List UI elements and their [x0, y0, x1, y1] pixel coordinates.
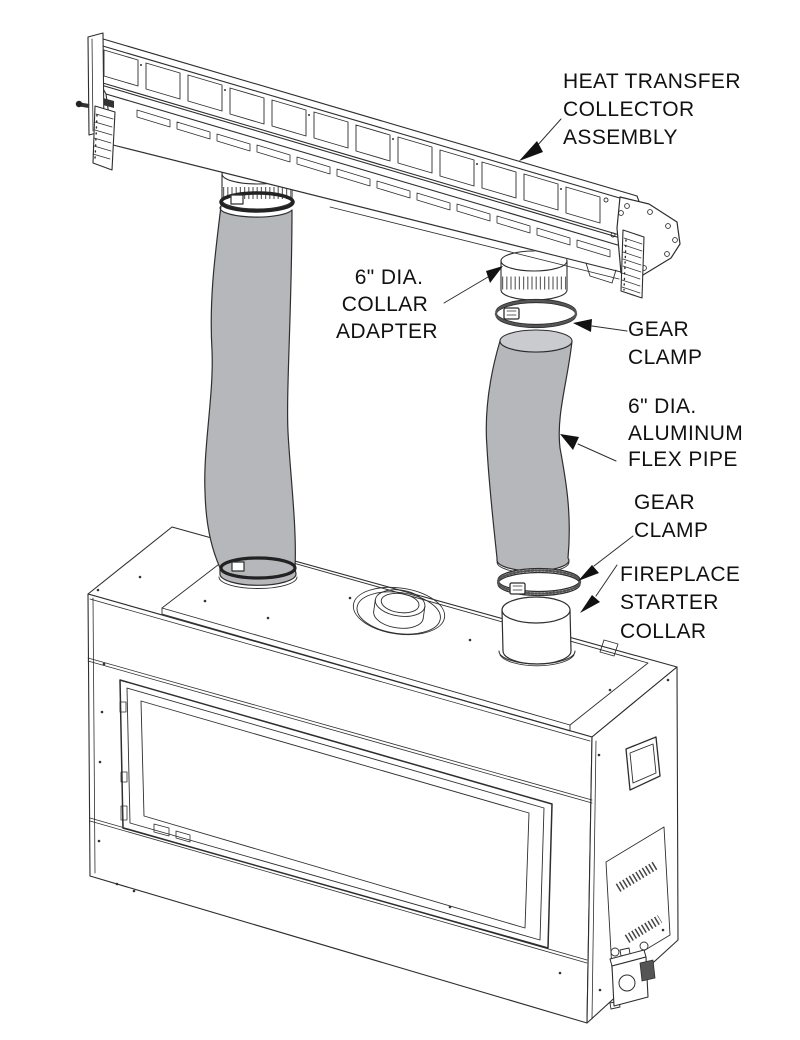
collector-left-end: [75, 32, 116, 171]
bottom-tab: [585, 262, 617, 284]
top-platform: [161, 547, 649, 732]
label-line: GEAR: [634, 491, 695, 514]
arrow-collar-adapter: [486, 266, 503, 283]
leader-gear-clamp-upper: [591, 325, 628, 332]
top-bracket-tab: [599, 639, 619, 657]
arrow-starter-collar: [580, 595, 600, 613]
window-latch: [153, 823, 170, 837]
arrow-heat-transfer: [519, 141, 543, 161]
label-line: COLLECTOR: [563, 98, 695, 121]
label-line: COLLAR: [620, 620, 706, 643]
arrow-flex-pipe: [560, 434, 579, 450]
arrow-gear-clamp-upper: [573, 319, 592, 332]
glass-window: [119, 679, 553, 949]
label-line: FLEX PIPE: [628, 448, 738, 471]
collector-marking: [103, 98, 114, 108]
leader-collar-adapter: [443, 276, 489, 304]
leader-flex-pipe: [577, 443, 617, 462]
arrow-gear-clamp-lower: [578, 565, 599, 581]
left-flex-pipe: [204, 205, 298, 589]
screw-dots: [96, 575, 670, 992]
gear-clamp-upper: [494, 298, 578, 329]
side-handle-cutout: [625, 736, 661, 791]
label-line: 6" DIA.: [628, 395, 697, 418]
collar-adapter: [500, 250, 568, 301]
label-heat-transfer-collector: HEAT TRANSFER COLLECTOR ASSEMBLY: [563, 70, 741, 149]
leader-gear-clamp-lower: [593, 535, 634, 567]
heat-transfer-collector-assembly: [75, 32, 681, 299]
leader-starter-collar: [595, 564, 618, 597]
label-line: ADAPTER: [336, 320, 438, 343]
collector-right-end-cap: [603, 196, 681, 299]
label-collar-adapter: 6" DIA. COLLAR ADAPTER: [336, 266, 438, 343]
label-line: HEAT TRANSFER: [563, 70, 741, 93]
label-flex-pipe: 6" DIA. ALUMINUM FLEX PIPE: [628, 395, 743, 471]
gear-clamp-left-top: [219, 191, 295, 213]
leader-heat-transfer: [535, 118, 562, 148]
rail-rivets: [140, 64, 562, 190]
label-gear-clamp-lower: GEAR CLAMP: [634, 491, 708, 542]
gear-clamp-lower: [496, 567, 582, 597]
label-line: ALUMINUM: [628, 422, 743, 445]
collector-slots-top-rail: [103, 49, 601, 224]
window-latch: [175, 830, 191, 843]
label-line: COLLAR: [342, 293, 428, 316]
collector-slots-duct-face: [136, 109, 611, 258]
fireplace-starter-collar: [498, 596, 576, 667]
label-line: GEAR: [628, 318, 689, 341]
label-line: STARTER: [620, 591, 719, 614]
label-starter-collar: FIREPLACE STARTER COLLAR: [620, 563, 740, 643]
label-line: ASSEMBLY: [563, 126, 678, 149]
label-line: CLAMP: [628, 346, 702, 369]
gear-clamp-left-bottom: [219, 556, 297, 580]
leader-lines: [443, 118, 634, 613]
label-line: 6" DIA.: [355, 266, 424, 289]
aluminum-flex-pipe: [485, 329, 573, 574]
window-hinge-marks: [119, 701, 128, 821]
junction-box: [609, 947, 656, 1010]
flue-ring: [352, 586, 446, 636]
label-line: CLAMP: [634, 519, 708, 542]
label-line: FIREPLACE: [620, 563, 740, 586]
callout-labels: HEAT TRANSFER COLLECTOR ASSEMBLY 6" DIA.…: [336, 70, 743, 643]
label-gear-clamp-upper: GEAR CLAMP: [628, 318, 702, 369]
